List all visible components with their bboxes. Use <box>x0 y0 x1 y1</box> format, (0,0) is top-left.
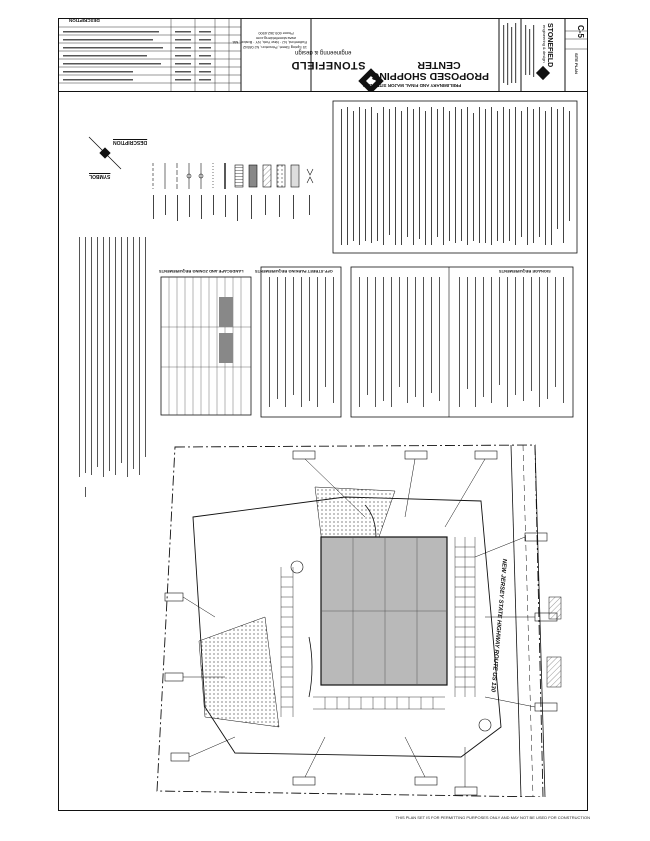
firm-contact: 15 Spring Street, Princeton, NJ 08542 Ru… <box>232 31 307 50</box>
signage-requirements-table <box>350 266 574 418</box>
legend-symbol-header: SYMBOL <box>89 173 111 179</box>
parking-table-title: OFF-STREET PARKING REQUIREMENTS <box>255 269 333 274</box>
firm-offices: Rutherford, NJ · New York, NY · Boston, … <box>232 40 307 45</box>
landscape-table-title: LANDSCAPE AND ZONING REQUIREMENTS <box>159 269 244 274</box>
left-notes <box>79 237 146 497</box>
site-plan <box>156 444 562 797</box>
signage-table-title: SIGNAGE REQUIREMENTS <box>499 269 551 274</box>
revisions-header: DESCRIPTION <box>69 18 100 23</box>
plan-heading: PRELIMINARY AND FINAL MAJOR SITE PLAN <box>363 83 462 88</box>
firm-phone: Phone 609.362.6900 <box>258 31 294 36</box>
drawing-sheet: DESCRIPTION 15 Spring Street, Princeton,… <box>58 18 588 811</box>
legend <box>152 163 314 221</box>
project-title-line1: PROPOSED SHOPPING <box>371 70 489 82</box>
stamp-sub: engineering & design <box>542 25 547 63</box>
footer-note: THIS PLAN SET IS FOR PERMITTING PURPOSES… <box>395 815 590 820</box>
general-notes <box>332 100 578 254</box>
firm-tagline: engineering & design <box>295 49 352 55</box>
sheet-name: SITE PLAN <box>574 53 579 74</box>
title-block-grid <box>59 19 587 91</box>
title-block: DESCRIPTION 15 Spring Street, Princeton,… <box>59 18 587 92</box>
project-title-line2: CENTER <box>417 59 461 71</box>
firm-name: STONEFIELD <box>291 59 366 71</box>
sheet-number: C-5 <box>576 25 585 38</box>
landscape-zoning-table <box>160 276 252 416</box>
project-title: PROPOSED SHOPPING CENTER <box>371 59 489 82</box>
parking-requirements-table <box>260 266 342 418</box>
site-plan-drawing <box>79 100 578 797</box>
legend-description-header: DESCRIPTION <box>113 139 148 145</box>
stamp-firm: STONEFIELD <box>546 23 553 68</box>
